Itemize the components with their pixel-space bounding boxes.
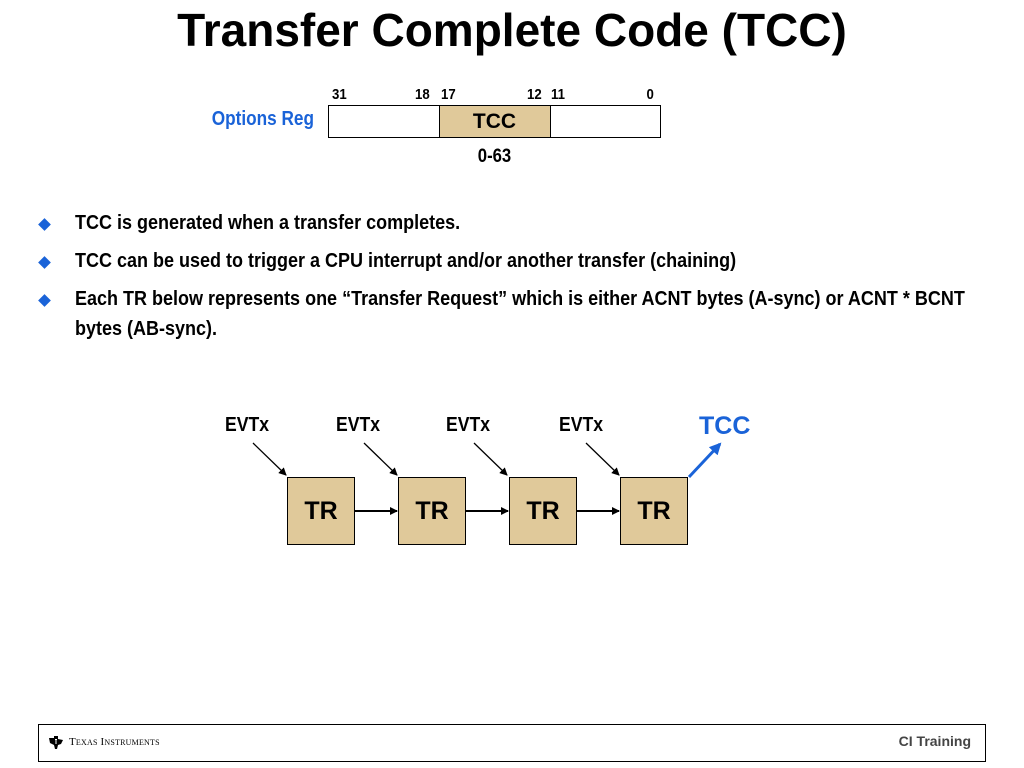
- company-name: Texas Instruments: [69, 736, 160, 748]
- course-name: CI Training: [898, 733, 971, 749]
- options-reg-tcc-label: TCC: [472, 110, 517, 133]
- event-arrow: [585, 442, 620, 476]
- texas-instruments-logo-icon: [49, 736, 63, 749]
- bit-number-11: 11: [550, 86, 565, 103]
- options-reg-field-tcc: [439, 105, 551, 138]
- transfer-request-box: TR: [509, 477, 577, 545]
- event-arrow: [473, 442, 508, 476]
- diamond-bullet-icon: [38, 218, 51, 231]
- tcc-output-arrow: [687, 442, 722, 479]
- tcc-output-label: TCC: [699, 412, 751, 440]
- bit-number-0: 0: [646, 86, 654, 103]
- event-label: EVTx: [446, 414, 491, 436]
- event-label: EVTx: [336, 414, 381, 436]
- bullet-item: TCC can be used to trigger a CPU interru…: [38, 246, 998, 276]
- transfer-request-box: TR: [287, 477, 355, 545]
- bullet-list: TCC is generated when a transfer complet…: [38, 208, 998, 352]
- event-label: EVTx: [225, 414, 270, 436]
- bit-number-17: 17: [441, 86, 456, 103]
- bit-number-18: 18: [415, 86, 430, 103]
- bullet-item: TCC is generated when a transfer complet…: [38, 208, 998, 238]
- options-reg-label: Options Reg: [211, 108, 314, 130]
- bullet-item: Each TR below represents one “Transfer R…: [38, 284, 998, 344]
- slide-title: Transfer Complete Code (TCC): [177, 4, 847, 56]
- options-reg-field-low: [550, 105, 661, 138]
- transfer-request-box: TR: [398, 477, 466, 545]
- bullet-text: Each TR below represents one “Transfer R…: [75, 288, 965, 340]
- event-arrow: [252, 442, 287, 476]
- transfer-request-box: TR: [620, 477, 688, 545]
- bullet-text: TCC can be used to trigger a CPU interru…: [75, 250, 737, 272]
- diamond-bullet-icon: [38, 294, 51, 307]
- slide-footer: Texas Instruments CI Training: [38, 724, 986, 762]
- bullet-text: TCC is generated when a transfer complet…: [75, 212, 461, 234]
- event-label: EVTx: [559, 414, 604, 436]
- bit-number-12: 12: [527, 86, 542, 103]
- event-arrow: [363, 442, 398, 476]
- diamond-bullet-icon: [38, 256, 51, 269]
- bit-number-31: 31: [332, 86, 347, 103]
- tcc-range-label: 0-63: [477, 146, 512, 167]
- options-reg-field-high: [328, 105, 440, 138]
